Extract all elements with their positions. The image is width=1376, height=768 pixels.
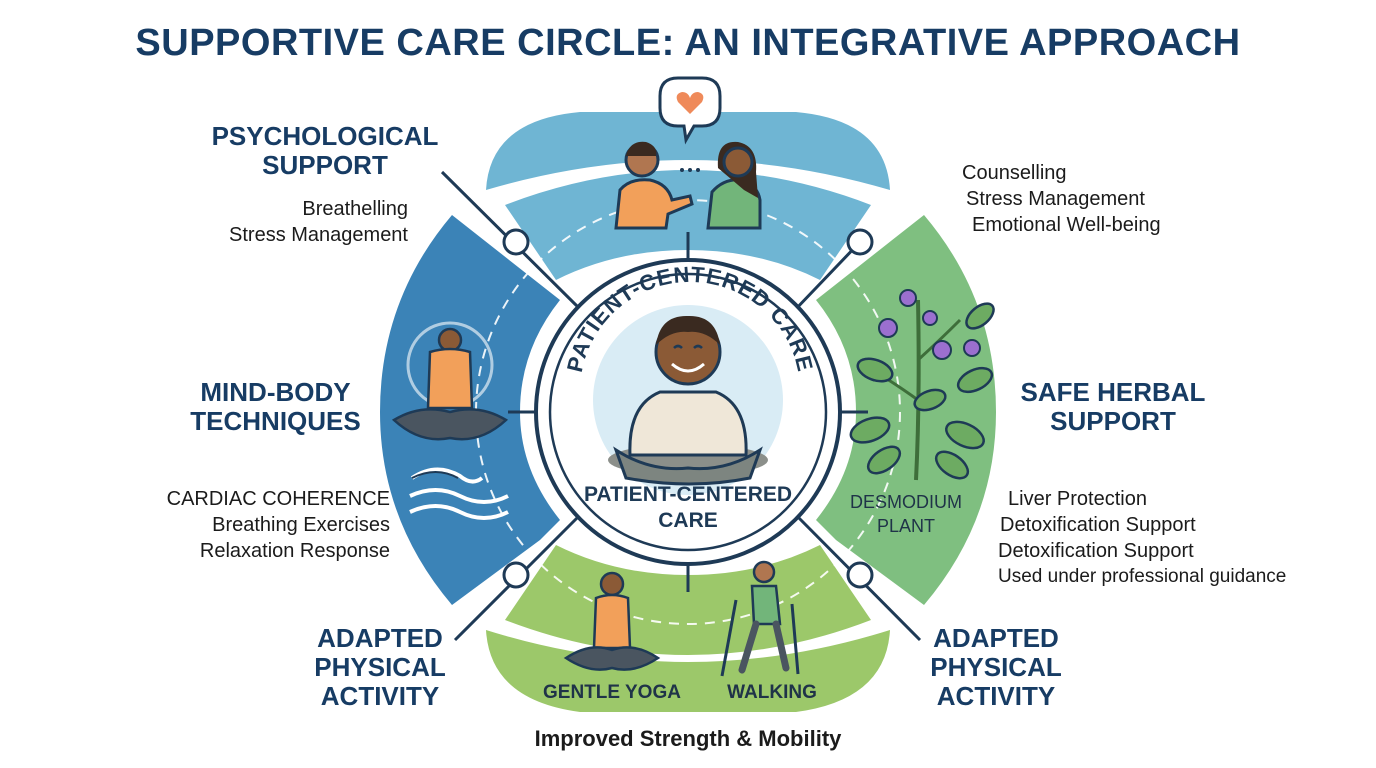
center-label-line1: PATIENT-CENTERED <box>583 483 793 506</box>
physical-right-line1: ADAPTED <box>933 623 1059 653</box>
mind-body-heading-line2: TECHNIQUES <box>190 406 361 436</box>
psychological-item: Stress Management <box>966 188 1145 210</box>
node-bottom-right <box>846 561 874 589</box>
people-talking-icon <box>614 141 762 230</box>
right-segment <box>816 215 996 605</box>
physical-left-line3: ACTIVITY <box>320 681 440 711</box>
mind-body-item: Breathing Exercises <box>212 514 390 536</box>
plant-label-line2: PLANT <box>876 516 936 536</box>
physical-left-line1: ADAPTED <box>317 623 443 653</box>
center-label-line2: CARE <box>658 509 718 532</box>
bottom-segment-outer <box>486 630 890 712</box>
footer-caption: Improved Strength & Mobility <box>534 726 842 751</box>
walking-label: WALKING <box>727 682 817 703</box>
node-top-right <box>846 228 874 256</box>
walking-icon <box>720 560 800 677</box>
psychological-item: Stress Management <box>229 224 408 246</box>
psychological-items-right: Counselling Stress Management Emotional … <box>962 160 1222 238</box>
psychological-heading-line2: SUPPORT <box>262 150 388 180</box>
herbal-heading-line1: SAFE HERBAL <box>1020 377 1206 407</box>
herbal-item: Used under professional guidance <box>998 566 1287 587</box>
node-top-left <box>502 228 530 256</box>
page-title: SUPPORTIVE CARE CIRCLE: AN INTEGRATIVE A… <box>135 22 1241 64</box>
psychological-heading-line1: PSYCHOLOGICAL <box>211 121 439 151</box>
psychological-item: Counselling <box>962 162 1067 184</box>
mind-body-heading: MIND-BODY TECHNIQUES <box>168 378 383 436</box>
psychological-item: Emotional Well-being <box>972 214 1161 236</box>
herbal-item: Liver Protection <box>1008 488 1147 510</box>
mind-body-item: Relaxation Response <box>199 540 390 562</box>
physical-left-line2: PHYSICAL <box>314 652 446 682</box>
physical-right-line2: PHYSICAL <box>930 652 1062 682</box>
plant-label-line1: DESMODIUM <box>850 492 962 512</box>
herb-plant-icon <box>849 289 995 481</box>
mind-body-heading-line1: MIND-BODY <box>200 377 351 407</box>
herbal-item: Detoxification Support <box>1000 514 1196 536</box>
psychological-heading: PSYCHOLOGICAL SUPPORT <box>190 122 460 180</box>
herbal-items: Liver Protection Detoxification Support … <box>998 486 1338 590</box>
patient-icon <box>608 315 768 486</box>
herbal-heading-line2: SUPPORT <box>1050 406 1176 436</box>
top-segment-inner <box>505 170 871 280</box>
node-bottom-left <box>502 561 530 589</box>
center-label: PATIENT-CENTERED CARE <box>568 482 808 534</box>
mind-body-item: CARDIAC COHERENCE <box>166 488 390 510</box>
speech-bubble-heart-icon <box>658 76 722 145</box>
physical-right-line3: ACTIVITY <box>936 681 1056 711</box>
meditation-icon <box>391 321 509 441</box>
yoga-icon <box>563 571 661 671</box>
herbal-heading: SAFE HERBAL SUPPORT <box>1000 378 1226 436</box>
yoga-label: GENTLE YOGA <box>543 682 681 703</box>
plant-label: DESMODIUM PLANT <box>846 490 966 538</box>
waves-icon <box>409 467 509 520</box>
herbal-item: Detoxification Support <box>998 540 1194 562</box>
connector-top-right <box>791 240 862 314</box>
psychological-item: Breathelling <box>302 198 408 220</box>
psychological-items-left: Breathelling Stress Management <box>150 196 408 248</box>
mind-body-items: CARDIAC COHERENCE Breathing Exercises Re… <box>120 486 390 564</box>
physical-activity-left-heading: ADAPTED PHYSICAL ACTIVITY <box>290 624 470 711</box>
physical-activity-right-heading: ADAPTED PHYSICAL ACTIVITY <box>906 624 1086 711</box>
top-segment <box>486 112 890 190</box>
